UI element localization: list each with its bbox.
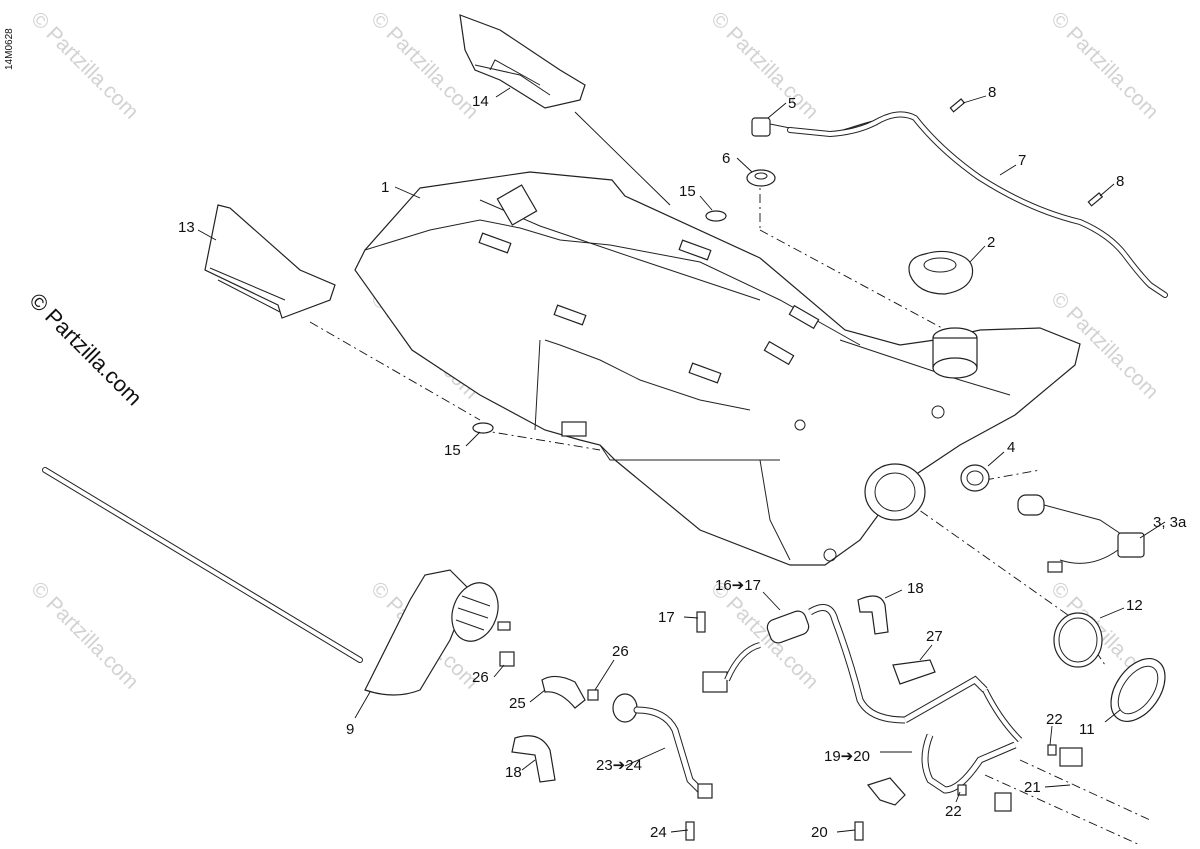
callout-14: 14 <box>472 93 489 110</box>
callout-9: 9 <box>346 721 354 738</box>
callout-11: 11 <box>1079 721 1095 738</box>
assembly-lines <box>309 175 1151 846</box>
grommets <box>472 210 727 434</box>
callout-8: 8 <box>988 84 996 101</box>
side-watermark: © Partzilla.com <box>24 288 147 411</box>
callout-19-to-20: 19➔20 <box>824 748 870 765</box>
callout-26: 26 <box>472 669 489 686</box>
drawing-code: 14M0628 <box>4 28 15 70</box>
callout-24: 24 <box>650 824 667 841</box>
fuel-tank <box>354 171 1081 566</box>
callout-15: 15 <box>679 183 696 200</box>
callout-15: 15 <box>444 442 461 459</box>
callout-23-to-24: 23➔24 <box>596 757 642 774</box>
callout-21: 21 <box>1024 779 1041 796</box>
watermark: © Partzilla.com <box>26 7 142 123</box>
callout-27: 27 <box>926 628 943 645</box>
callout-22: 22 <box>1046 711 1063 728</box>
callout-8: 8 <box>1116 173 1124 190</box>
callout-6: 6 <box>722 150 730 167</box>
callout-18: 18 <box>907 580 924 597</box>
callout-4: 4 <box>1007 439 1015 456</box>
watermark: © Partzilla.com <box>706 7 822 123</box>
callout-26: 26 <box>612 643 629 660</box>
callout-25: 25 <box>509 695 526 712</box>
callout-16-to-17: 16➔17 <box>715 577 761 594</box>
retainer-parts <box>1053 612 1166 722</box>
callout-20: 20 <box>811 824 828 841</box>
leader-lines <box>197 87 1166 833</box>
watermark: © Partzilla.com <box>26 577 142 693</box>
callout-2: 2 <box>987 234 995 251</box>
callout-13: 13 <box>178 219 195 236</box>
seal-ring <box>960 464 990 492</box>
fuel-level-sensor <box>1017 494 1145 573</box>
callout-12: 12 <box>1126 597 1143 614</box>
callout-22: 22 <box>945 803 962 820</box>
callout-3: 3, 3a <box>1153 514 1187 531</box>
hose-assembly <box>499 595 1083 841</box>
callout-7: 7 <box>1018 152 1026 169</box>
callout-1: 1 <box>381 179 389 196</box>
top-bracket <box>459 14 586 109</box>
fuel-pump <box>42 467 511 696</box>
side-panel <box>204 204 336 319</box>
callout-18: 18 <box>505 764 522 781</box>
callout-17: 17 <box>658 609 675 626</box>
vent-assembly <box>746 98 1168 298</box>
callout-labels: 1 2 3, 3a 4 5 6 7 8 8 9 11 12 13 14 15 1… <box>178 84 1187 841</box>
fuel-cap <box>908 250 974 295</box>
watermark: © Partzilla.com <box>1046 7 1162 123</box>
callout-5: 5 <box>788 95 796 112</box>
